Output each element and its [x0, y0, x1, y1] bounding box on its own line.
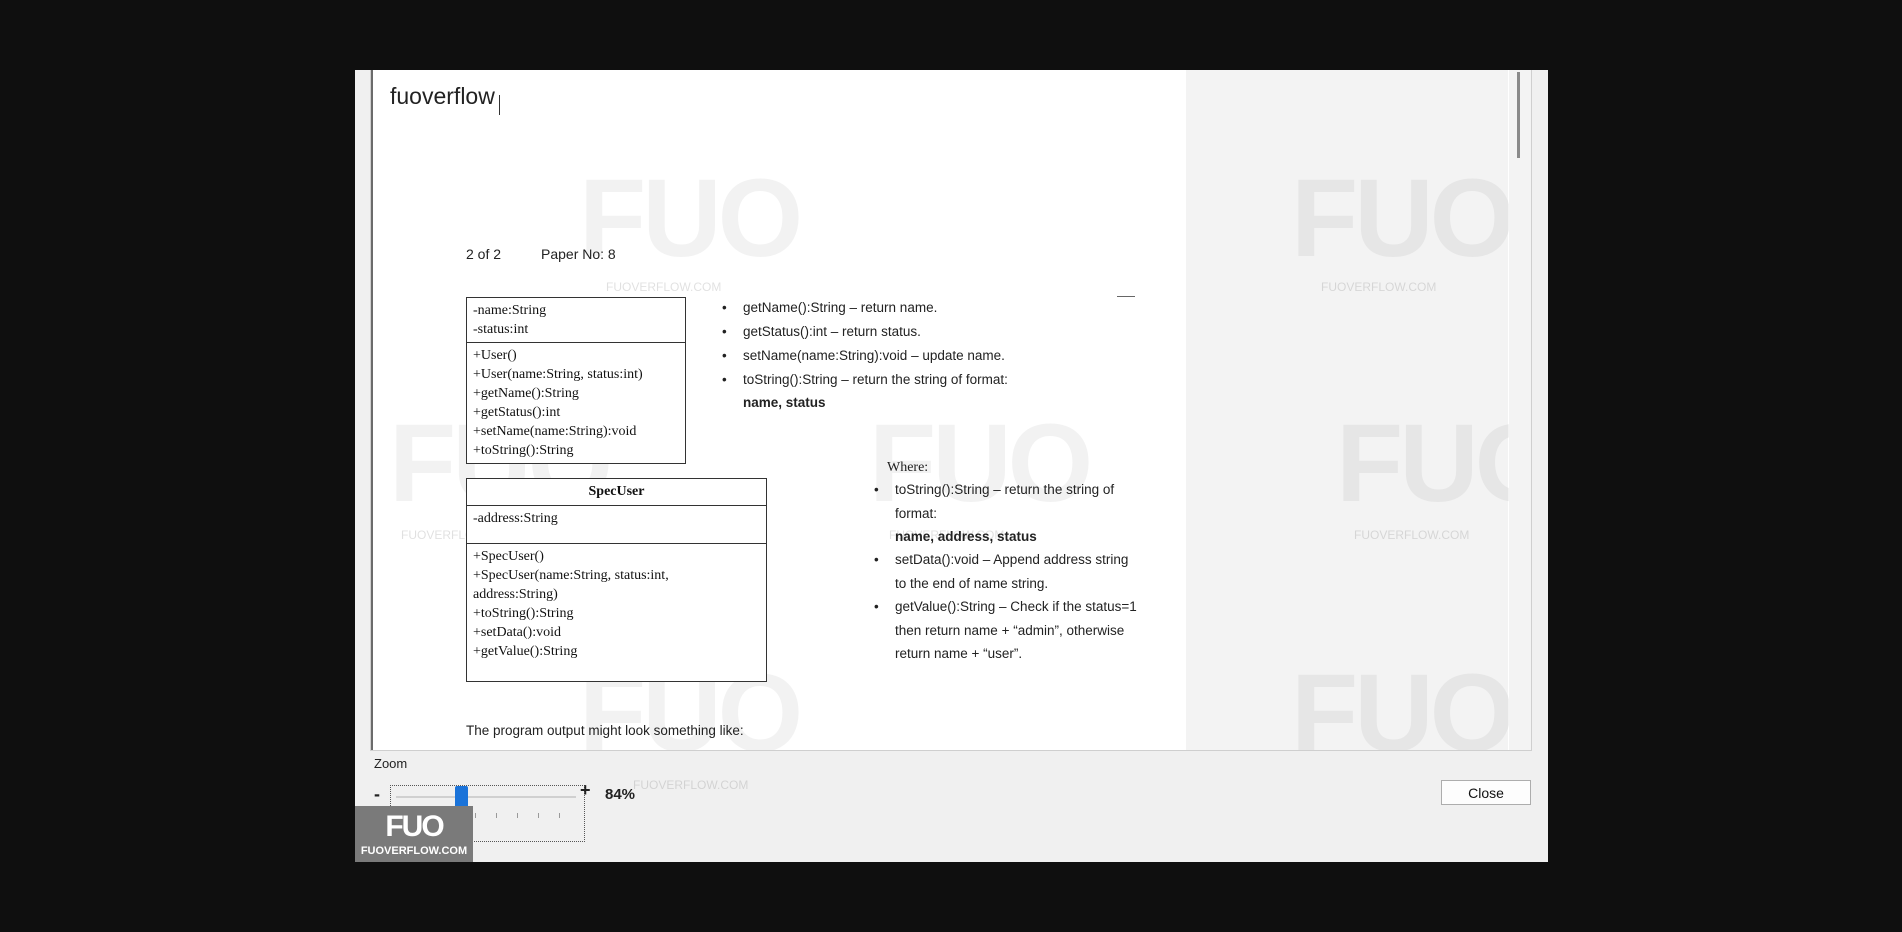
specuser-class-name: SpecUser	[467, 479, 766, 506]
text-caret	[499, 95, 500, 115]
logo-url: FUOVERFLOW.COM	[360, 845, 468, 857]
method-line: +User()	[473, 348, 517, 363]
watermark-url: FUOVERFLOW.COM	[1321, 280, 1437, 294]
page-indicator: 2 of 2	[466, 246, 502, 262]
specuser-class-box: SpecUser -address:String +SpecUser() +Sp…	[466, 478, 767, 682]
slider-tick	[475, 813, 476, 818]
zoom-label: Zoom	[374, 756, 408, 771]
watermark-logo: FUO	[579, 157, 803, 280]
method-line: +toString():String	[473, 443, 574, 458]
watermark-logo: FUO	[1291, 157, 1515, 280]
description-item: getValue():String – Check if the status=…	[871, 595, 1137, 619]
divider	[1117, 296, 1135, 297]
zoom-out-icon[interactable]: -	[374, 784, 380, 804]
paper-number: Paper No: 8	[541, 246, 616, 262]
scrollbar-thumb[interactable]	[1517, 72, 1520, 158]
method-line: +setData():void	[473, 625, 561, 640]
vertical-scrollbar[interactable]	[1509, 70, 1531, 750]
watermark-url: FUOVERFLOW.COM	[606, 280, 722, 294]
watermark-logo: FUO	[869, 402, 1093, 525]
document-viewer-dialog: fuoverflow FUO FUOVERFLOW.COM FUO FUOVER…	[355, 70, 1548, 862]
watermark-logo: FUO	[1291, 652, 1515, 751]
method-line: +getStatus():int	[473, 405, 561, 420]
zoom-in-icon[interactable]: +	[580, 780, 591, 800]
logo-mark: FUO	[385, 810, 444, 843]
close-button[interactable]: Close	[1441, 780, 1531, 805]
method-line: +getName():String	[473, 386, 579, 401]
fuo-logo: FUO FUOVERFLOW.COM	[355, 806, 473, 862]
method-line: +SpecUser()	[473, 549, 544, 564]
slider-tick	[517, 813, 518, 818]
description-item: toString():String – return the string of	[871, 478, 1137, 502]
description-continuation: return name + “user”.	[895, 646, 1023, 661]
zoom-value: 84%	[605, 786, 636, 803]
method-line: +getValue():String	[473, 644, 578, 659]
document-page: fuoverflow FUO FUOVERFLOW.COM FUO FUOVER…	[389, 70, 1186, 750]
document-view-pane[interactable]: fuoverflow FUO FUOVERFLOW.COM FUO FUOVER…	[370, 70, 1532, 751]
description-item: setData():void – Append address string	[871, 548, 1137, 572]
attribute-line: -name:String	[473, 303, 547, 318]
where-label: Where:	[887, 460, 929, 475]
format-text: name, status	[743, 395, 826, 410]
slider-tick	[559, 813, 560, 818]
method-line: address:String)	[473, 587, 558, 602]
method-line: +SpecUser(name:String, status:int,	[473, 568, 669, 583]
attribute-line: -status:int	[473, 322, 529, 337]
slider-tick	[538, 813, 539, 818]
description-continuation: to the end of name string.	[895, 576, 1049, 591]
user-attributes: -name:String -status:int	[467, 298, 685, 343]
slider-tick	[496, 813, 497, 818]
slider-track	[396, 796, 576, 798]
description-continuation: then return name + “admin”, otherwise	[895, 623, 1125, 638]
method-line: +User(name:String, status:int)	[473, 367, 643, 382]
method-line: +toString():String	[473, 606, 574, 621]
user-class-box: -name:String -status:int +User() +User(n…	[466, 297, 686, 464]
specuser-methods-description: toString():String – return the string of…	[871, 478, 1137, 665]
output-text: The program output might look something …	[466, 723, 744, 738]
watermark-url: FUOVERFLOW.COM	[889, 528, 1005, 542]
title-field[interactable]: fuoverflow	[390, 83, 495, 109]
description-item: getStatus():int – return status.	[719, 320, 1008, 344]
description-item: setName(name:String):void – update name.	[719, 344, 1008, 368]
specuser-methods: +SpecUser() +SpecUser(name:String, statu…	[467, 544, 766, 664]
method-line: +setName(name:String):void	[473, 424, 637, 439]
format-text: name, address, status	[895, 529, 1037, 544]
watermark-logo: FUO	[1336, 402, 1531, 525]
left-border	[371, 70, 373, 750]
watermark-url: FUOVERFLOW.COM	[633, 778, 749, 792]
page-margin-area: FUO FUOVERFLOW.COM FUO FUOVERFLOW.COM FU…	[1186, 70, 1531, 751]
watermark-url: FUOVERFLOW.COM	[1354, 528, 1470, 542]
description-item: toString():String – return the string of…	[719, 368, 1008, 392]
user-methods-description: getName():String – return name. getStatu…	[719, 296, 1008, 414]
description-item: getName():String – return name.	[719, 296, 1008, 320]
user-methods: +User() +User(name:String, status:int) +…	[467, 343, 685, 463]
description-continuation: format:	[895, 506, 938, 521]
specuser-attributes: -address:String	[467, 506, 766, 544]
slider-thumb[interactable]	[455, 786, 468, 808]
attribute-line: -address:String	[473, 511, 558, 526]
